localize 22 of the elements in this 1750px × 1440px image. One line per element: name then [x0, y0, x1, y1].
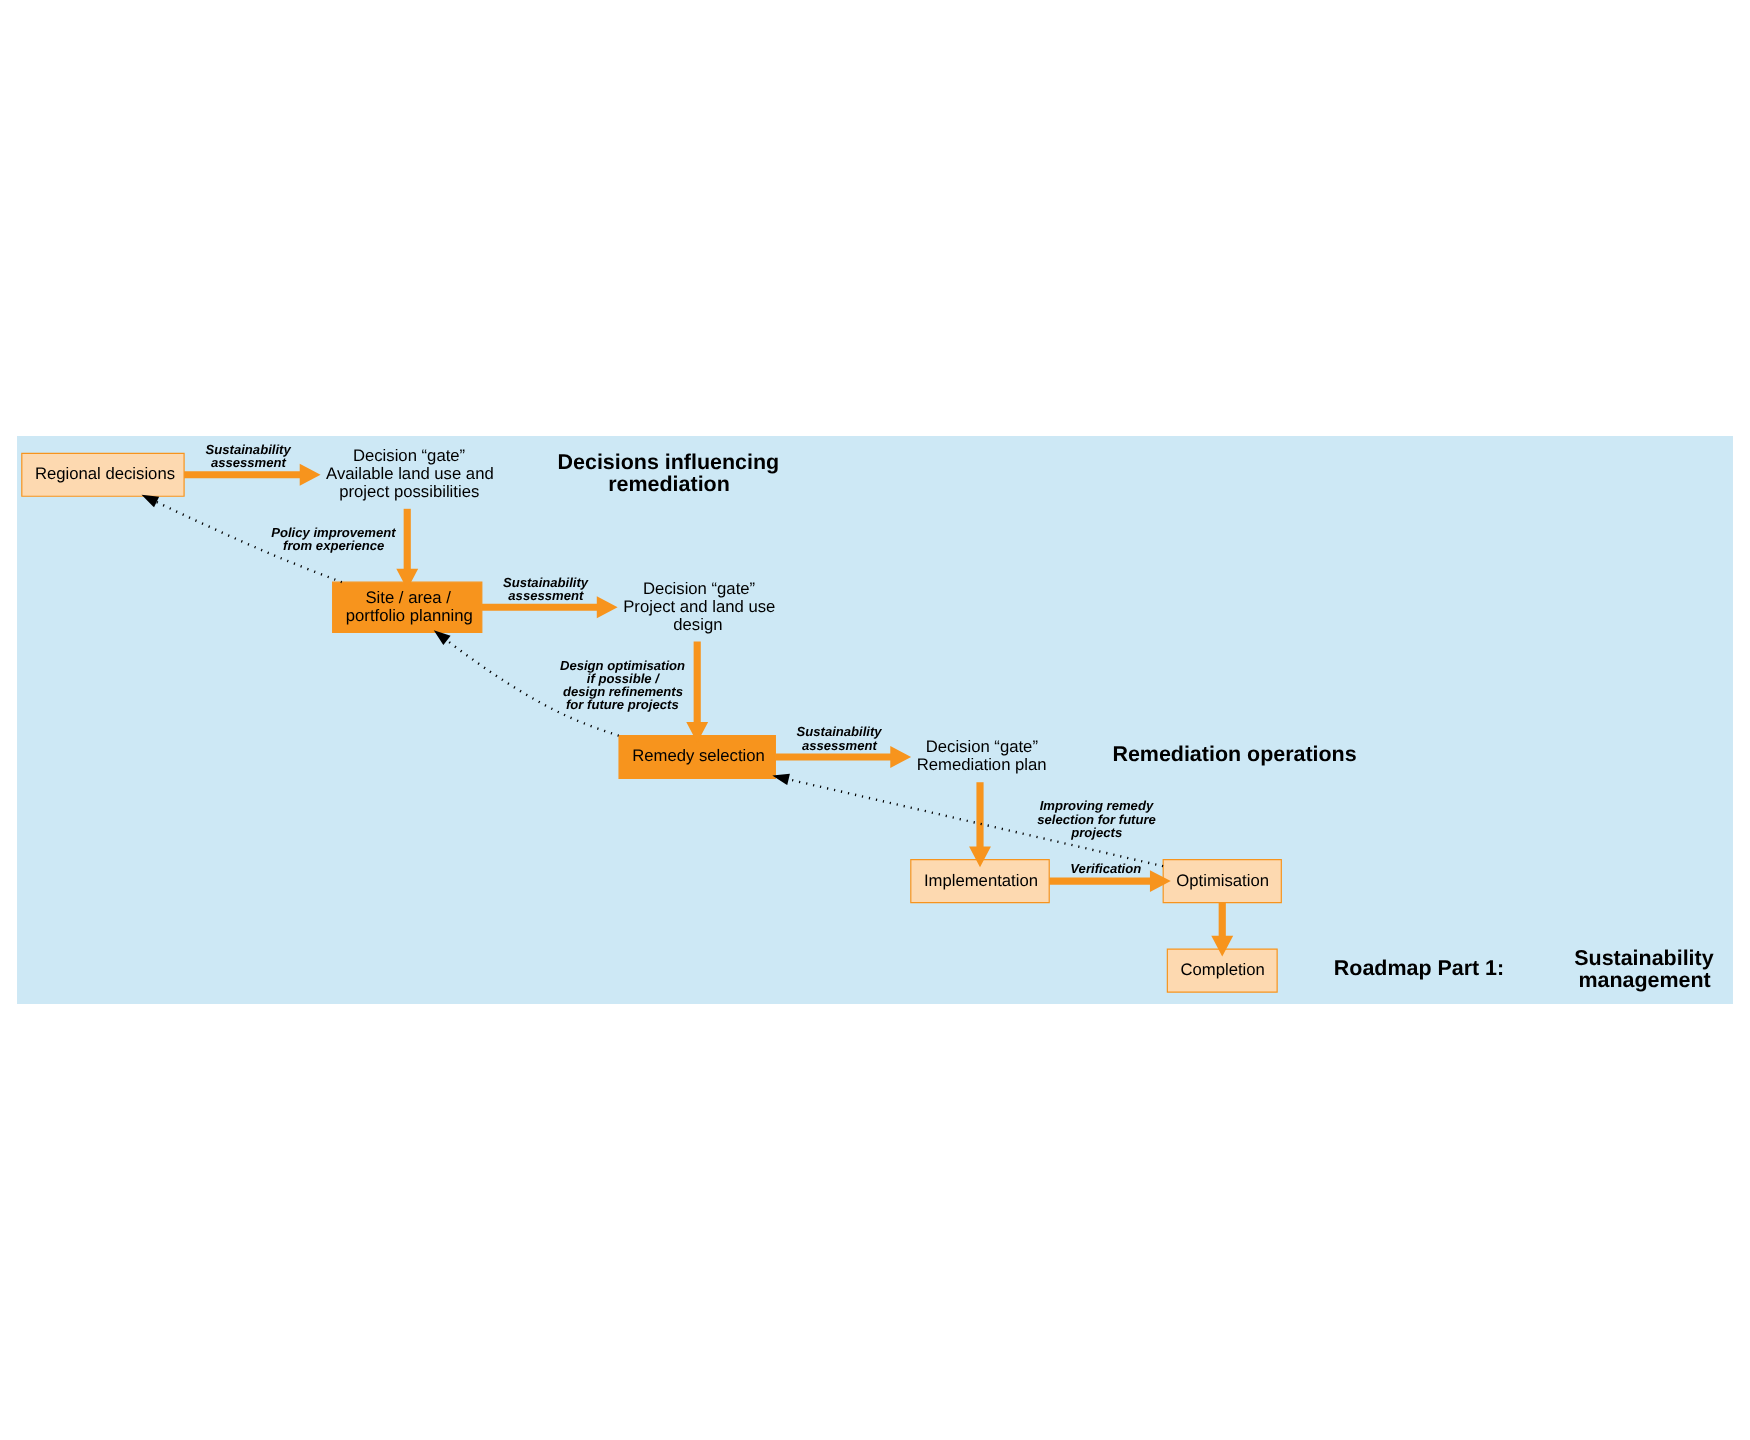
node-box: Completion [1166, 948, 1278, 993]
label: Remediation operations [1112, 743, 1357, 768]
arrow [141, 494, 343, 584]
arrow [433, 630, 620, 737]
label: Decisions influencing remediation [557, 451, 780, 497]
arrow [969, 782, 991, 868]
arrow [184, 463, 321, 486]
node-text: Decision “gate” Project and land use design [623, 577, 776, 634]
arrow [1049, 870, 1171, 893]
arrow [1211, 902, 1234, 957]
node-box: Optimisation [1162, 859, 1282, 904]
node-box: Site / area / portfolio planning [332, 581, 483, 633]
node-box: Regional decisions [21, 452, 185, 497]
node-text: Decision “gate” Remediation plan [916, 736, 1047, 775]
arrow [481, 596, 618, 619]
label: Roadmap Part 1: [1333, 956, 1505, 981]
node-box: Implementation [910, 859, 1050, 904]
node-box: Remedy selection [618, 734, 776, 780]
label: Sustainability management [1574, 947, 1714, 993]
arrow [775, 746, 912, 768]
arrow [772, 773, 1164, 868]
node-text: Decision “gate” Available land use and project possibilities [326, 445, 494, 502]
